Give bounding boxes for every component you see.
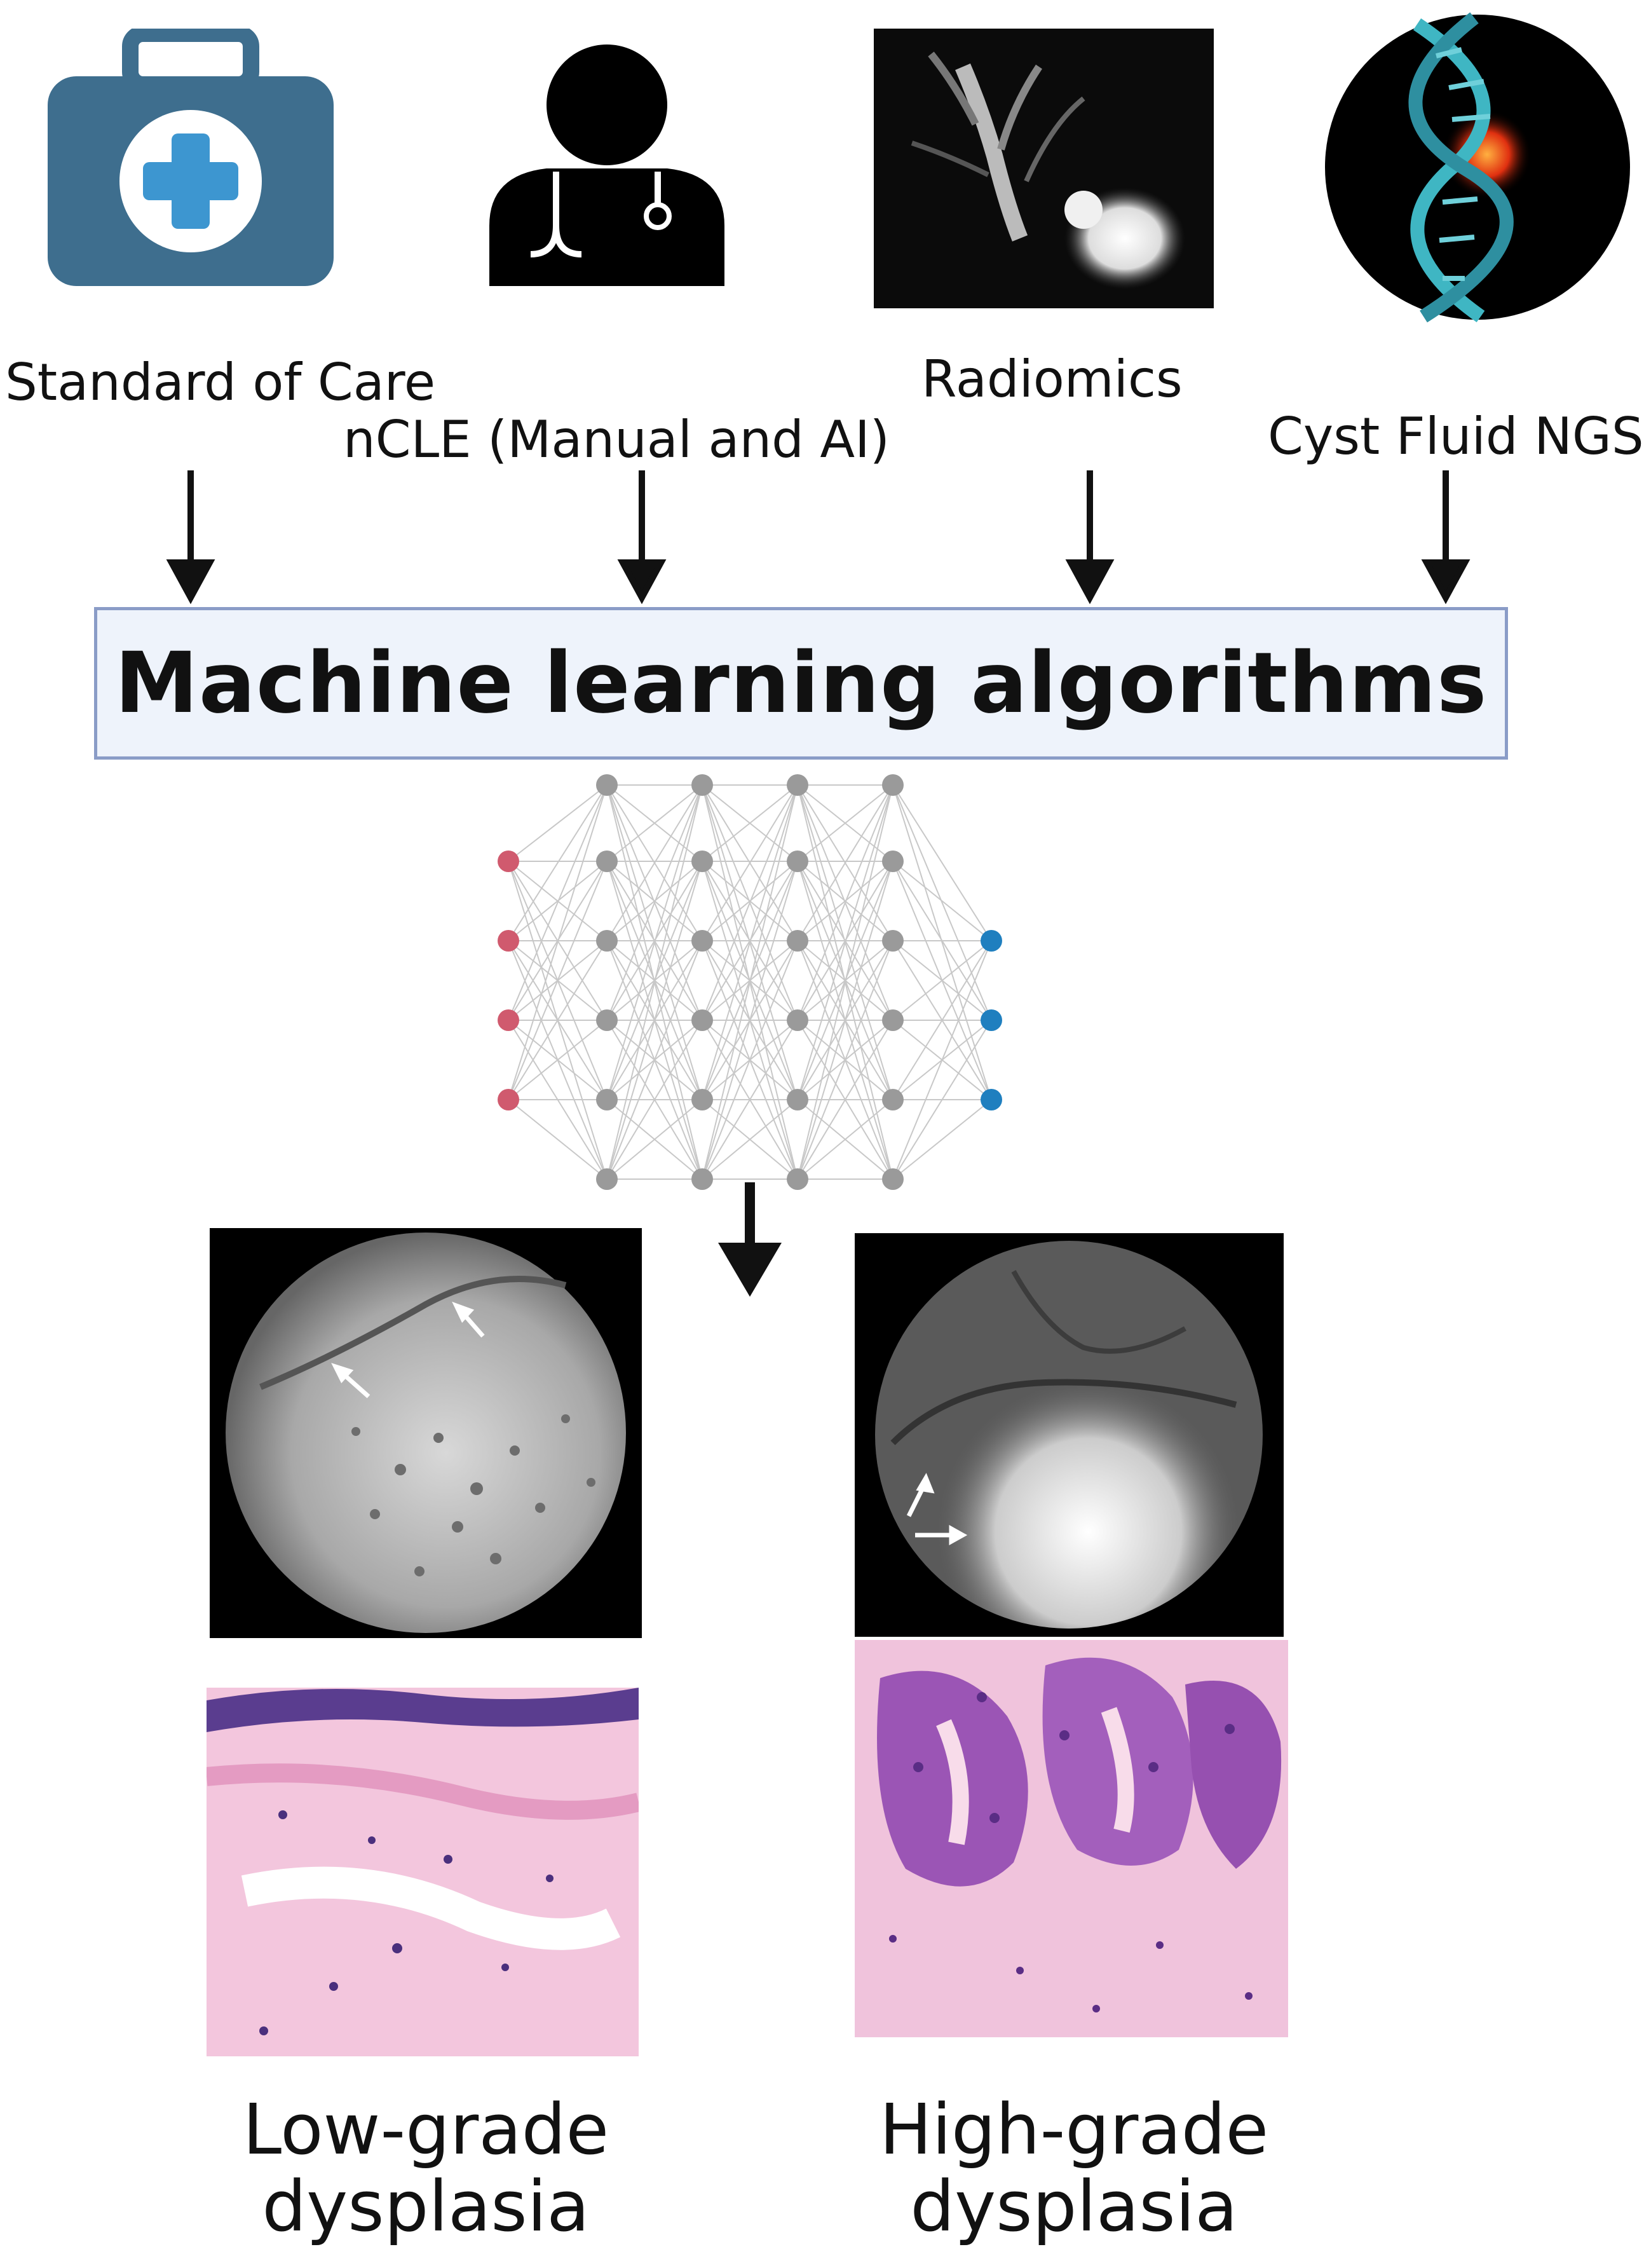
hidden-node xyxy=(882,774,904,796)
caption-high-grade-line2: dysplasia xyxy=(910,2166,1238,2247)
network-edge xyxy=(892,940,992,1021)
network-edge xyxy=(606,784,703,1180)
hidden-node xyxy=(596,930,618,952)
hidden-node xyxy=(596,1089,618,1110)
histology-image-low-grade xyxy=(207,1650,639,2056)
caption-high-grade: High-grade dysplasia xyxy=(807,2091,1341,2245)
output-node xyxy=(981,1009,1002,1031)
output-node xyxy=(981,1089,1002,1110)
ml-title: Machine learning algorithms xyxy=(114,634,1488,732)
network-edge xyxy=(508,940,608,1100)
network-edge xyxy=(892,940,992,1180)
network-edge xyxy=(797,940,893,1180)
dna-icon xyxy=(1325,12,1630,323)
network-edge xyxy=(702,784,798,941)
network-edge xyxy=(797,784,893,1021)
network-edge xyxy=(508,1020,608,1100)
network-edge xyxy=(892,861,992,941)
network-edge xyxy=(508,1099,608,1180)
network-edge xyxy=(892,784,992,941)
medical-kit-icon xyxy=(48,29,334,286)
network-edge xyxy=(892,784,992,1100)
hidden-node xyxy=(787,930,808,952)
hidden-node xyxy=(596,774,618,796)
hidden-node xyxy=(787,1009,808,1031)
network-edge xyxy=(797,784,893,862)
label-cyst-fluid-ngs: Cyst Fluid NGS xyxy=(1268,407,1644,466)
hidden-node xyxy=(882,1089,904,1110)
network-edge xyxy=(606,940,703,1180)
network-edge xyxy=(508,784,608,1021)
network-edge xyxy=(606,784,703,1100)
network-edge xyxy=(606,784,703,1021)
network-edge xyxy=(702,784,798,1180)
network-edge xyxy=(797,784,893,941)
ncle-image-low-grade xyxy=(210,1228,642,1638)
network-edge xyxy=(892,1099,992,1180)
input-node xyxy=(498,1089,519,1110)
hidden-node xyxy=(882,1009,904,1031)
network-edge xyxy=(606,861,703,1180)
network-edge xyxy=(508,861,608,1100)
label-ncle: nCLE (Manual and AI) xyxy=(343,410,890,469)
input-arrows xyxy=(166,470,1471,605)
network-edge xyxy=(797,1099,893,1180)
histology-image-high-grade xyxy=(855,1640,1288,2037)
input-node xyxy=(498,850,519,872)
network-edge xyxy=(702,784,798,1100)
label-radiomics: Radiomics xyxy=(921,350,1183,409)
input-node xyxy=(498,1009,519,1031)
network-edge xyxy=(702,1099,798,1180)
network-edge xyxy=(702,861,798,1180)
network-edge xyxy=(606,784,703,941)
hidden-node xyxy=(787,774,808,796)
hidden-node xyxy=(596,1009,618,1031)
ncle-image-high-grade xyxy=(855,1233,1284,1637)
network-edge xyxy=(508,784,608,941)
network-edge xyxy=(508,784,608,1100)
hidden-node xyxy=(691,1168,713,1190)
label-standard-of-care: Standard of Care xyxy=(5,353,436,412)
network-edge xyxy=(702,784,798,862)
input-node xyxy=(498,930,519,952)
network-edge xyxy=(508,784,608,862)
hidden-node xyxy=(787,850,808,872)
network-edge xyxy=(797,861,893,1180)
hidden-node xyxy=(691,1009,713,1031)
network-output-arrow xyxy=(718,1182,782,1297)
hidden-node xyxy=(691,1089,713,1110)
hidden-node xyxy=(691,850,713,872)
network-edge xyxy=(892,940,992,1100)
caption-low-grade-line2: dysplasia xyxy=(262,2166,590,2247)
doctor-icon xyxy=(489,44,724,286)
network-edge xyxy=(892,784,992,1021)
network-edge xyxy=(606,1020,703,1180)
hidden-node xyxy=(596,850,618,872)
network-edge xyxy=(797,784,893,1180)
output-node xyxy=(981,930,1002,952)
hidden-node xyxy=(882,930,904,952)
network-edge xyxy=(702,1020,798,1180)
network-edge xyxy=(797,784,893,1100)
ml-algorithms-box: Machine learning algorithms xyxy=(94,607,1508,760)
hidden-node xyxy=(691,930,713,952)
network-edge xyxy=(606,1099,703,1180)
caption-low-grade: Low-grade dysplasia xyxy=(159,2091,693,2245)
hidden-node xyxy=(787,1089,808,1110)
hidden-node xyxy=(691,774,713,796)
network-edge xyxy=(892,1020,992,1180)
radiology-scan-image xyxy=(874,29,1214,308)
network-edge xyxy=(606,784,703,862)
network-edge xyxy=(702,940,798,1180)
network-edge xyxy=(702,784,798,1021)
network-edge xyxy=(797,1020,893,1180)
hidden-node xyxy=(882,850,904,872)
caption-low-grade-line1: Low-grade xyxy=(242,2089,609,2170)
caption-high-grade-line1: High-grade xyxy=(879,2089,1269,2170)
hidden-node xyxy=(882,1168,904,1190)
neural-network-diagram xyxy=(498,774,1002,1190)
hidden-node xyxy=(787,1168,808,1190)
network-edges xyxy=(508,784,992,1180)
hidden-node xyxy=(596,1168,618,1190)
